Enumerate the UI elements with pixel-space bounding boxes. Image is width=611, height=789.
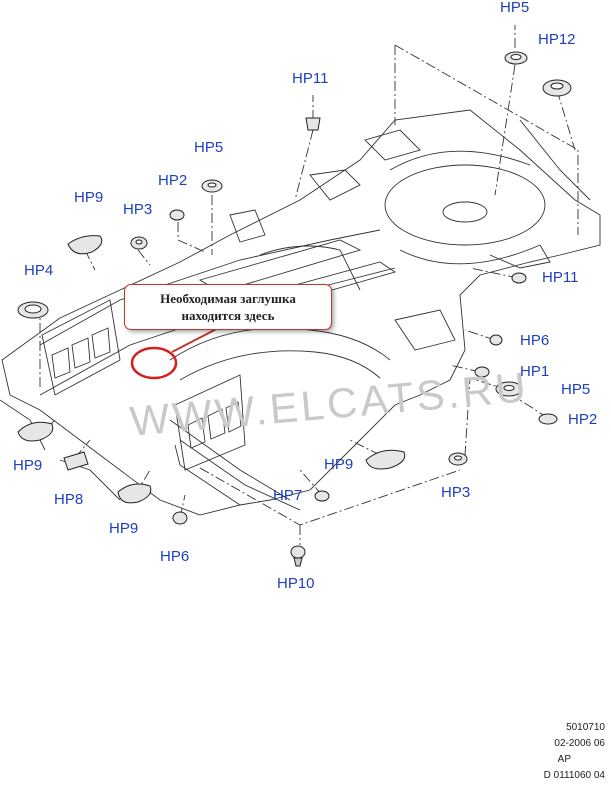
plug-hp5-right bbox=[495, 381, 523, 397]
label-hp3-left: HP3 bbox=[123, 201, 153, 218]
plug-hp9-left-bottom bbox=[17, 421, 54, 442]
label-hp7: HP7 bbox=[273, 487, 303, 504]
label-hp9-bottom: HP9 bbox=[109, 520, 139, 537]
plug-hp9-bottom bbox=[117, 483, 152, 504]
plug-hp9-center bbox=[365, 449, 406, 470]
footer-ref: D 0111060 04 bbox=[543, 770, 605, 781]
label-hp10: HP10 bbox=[277, 575, 315, 592]
label-hp9-center: HP9 bbox=[324, 456, 354, 473]
label-hp5-mid: HP5 bbox=[194, 139, 224, 156]
footer-date: 02-2006 06 bbox=[554, 738, 605, 749]
callout-line-1: Необходимая заглушка bbox=[160, 291, 296, 306]
plug-hp10 bbox=[290, 545, 306, 567]
label-hp2-left: HP2 bbox=[158, 172, 188, 189]
plug-hp1 bbox=[474, 366, 490, 378]
label-hp4: HP4 bbox=[24, 262, 54, 279]
label-hp5-top: HP5 bbox=[500, 0, 530, 16]
label-hp1: HP1 bbox=[520, 363, 550, 380]
floor-panel-outline bbox=[0, 109, 601, 516]
plug-hp9-left-top bbox=[67, 235, 103, 255]
label-hp3-right: HP3 bbox=[441, 484, 471, 501]
plug-hp12 bbox=[542, 79, 572, 97]
plug-hp7 bbox=[314, 490, 330, 502]
label-hp2-right: HP2 bbox=[568, 411, 598, 428]
label-hp9-left-top: HP9 bbox=[74, 189, 104, 206]
plug-hp2-right bbox=[538, 413, 558, 425]
footer-region: AP bbox=[557, 754, 571, 765]
plug-hp11-right bbox=[511, 272, 527, 284]
plug-hp6-bottom bbox=[172, 511, 188, 525]
callout-box: Необходимая заглушка находится здесь bbox=[124, 284, 332, 330]
plug-hp3-right bbox=[448, 452, 468, 466]
highlight-marker bbox=[130, 321, 231, 380]
plug-hp3-left bbox=[130, 236, 148, 250]
plug-hp6-right bbox=[489, 334, 503, 346]
label-hp8: HP8 bbox=[54, 491, 84, 508]
label-hp5-right: HP5 bbox=[561, 381, 591, 398]
label-hp6-right: HP6 bbox=[520, 332, 550, 349]
label-hp6-bottom: HP6 bbox=[160, 548, 190, 565]
footer-code: 5010710 bbox=[566, 722, 605, 733]
label-hp12: HP12 bbox=[538, 31, 576, 48]
plug-parts bbox=[17, 51, 572, 567]
plug-hp8 bbox=[63, 451, 89, 471]
label-hp11-right: HP11 bbox=[542, 269, 579, 286]
plug-hp2-left bbox=[169, 209, 185, 221]
label-hp11-top: HP11 bbox=[292, 70, 329, 87]
plug-hp11-top bbox=[305, 117, 321, 131]
plug-hp5-top bbox=[504, 51, 528, 65]
callout-line-2: находится здесь bbox=[181, 308, 275, 323]
label-hp9-left-bottom: HP9 bbox=[13, 457, 43, 474]
plug-hp4 bbox=[17, 301, 49, 319]
plug-hp5-mid bbox=[201, 179, 223, 193]
